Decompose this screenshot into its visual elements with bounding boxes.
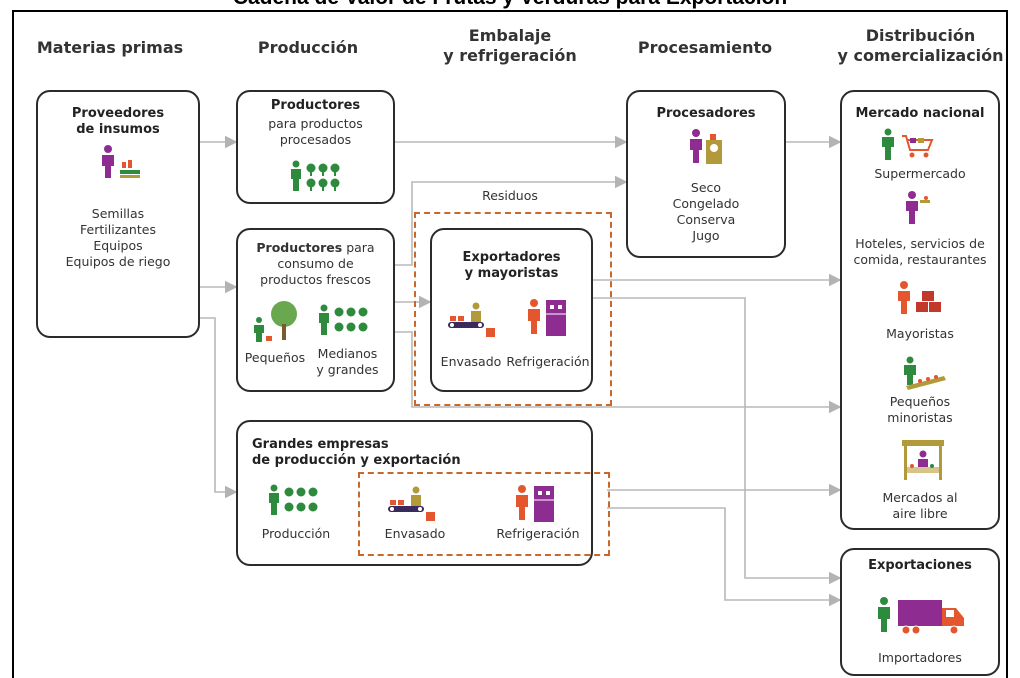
procesados-sub-line1: para productos xyxy=(268,116,363,131)
mercado-hoteles: Hoteles, servicios de comida, restaurant… xyxy=(840,236,1000,268)
grandes-produccion: Producción xyxy=(261,526,331,541)
refrigeration-icon xyxy=(528,299,566,336)
mercado-mercados-line1: Mercados al xyxy=(882,490,958,505)
residuos-label: Residuos xyxy=(482,188,538,203)
box-productores-procesados xyxy=(236,90,395,204)
column-distribucion-line2: y comercialización xyxy=(837,46,1004,65)
arrow-exportadores-exportaciones xyxy=(593,297,842,585)
box-productores-frescos xyxy=(236,228,395,392)
box-mercado-nacional xyxy=(840,90,1000,530)
mercado-mercados-aire-libre: Mercados al aire libre xyxy=(840,490,1000,522)
exportadores-title-line1: Exportadores xyxy=(462,250,561,265)
frescos-title-line1: Productores para xyxy=(236,240,395,256)
mercado-mayoristas: Mayoristas xyxy=(886,326,954,341)
exportadores-dashed-highlight xyxy=(414,212,612,406)
farmer-crops-icon xyxy=(291,160,340,191)
grandes-title-line1: Grandes empresas xyxy=(252,437,389,452)
exportadores-envasado: Envasado xyxy=(440,354,502,369)
frescos-title-line3: productos frescos xyxy=(260,272,371,287)
column-materias-primas: Materias primas xyxy=(36,38,184,57)
proveedores-title-line2: de insumos xyxy=(76,122,160,137)
grandes-refrigeration-icon xyxy=(516,485,554,522)
hotel-server-icon xyxy=(906,191,930,224)
diagram-title: Cadena de Valor de Frutas y Verduras par… xyxy=(0,0,1020,10)
packing-conveyor-icon xyxy=(448,302,495,337)
column-procesamiento: Procesamiento xyxy=(637,38,773,57)
procesadores-item-jugo: Jugo xyxy=(692,228,720,243)
mercado-title: Mercado nacional xyxy=(855,106,985,121)
procesadores-item-seco: Seco xyxy=(690,180,722,195)
supplier-person-icon xyxy=(102,145,140,178)
procesadores-item-congelado: Congelado xyxy=(672,196,740,211)
mercado-pequenos-line2: minoristas xyxy=(887,410,953,425)
column-distribucion-line1: Distribución xyxy=(865,26,976,45)
mercado-hoteles-line1: Hoteles, servicios de xyxy=(855,236,985,251)
mercado-pequenos-line1: Pequeños xyxy=(889,394,951,409)
medium-farmer-crops-icon xyxy=(319,304,368,335)
column-produccion: Producción xyxy=(257,38,359,57)
grandes-dashed-highlight xyxy=(358,472,610,556)
proveedores-items: Semillas Fertilizantes Equipos Equipos d… xyxy=(36,206,200,270)
arrow-grandes-exportaciones xyxy=(607,507,842,607)
column-embalaje-line2: y refrigeración xyxy=(443,46,577,65)
proveedores-item-semillas: Semillas xyxy=(91,206,145,221)
exportaciones-importadores: Importadores xyxy=(878,650,962,665)
procesados-subtitle: para productos procesados xyxy=(236,116,395,148)
frescos-pequenos: Pequeños xyxy=(244,350,306,365)
small-farmer-tree-icon xyxy=(254,301,297,342)
arrow-proveedores-grandes xyxy=(200,317,238,499)
proveedores-item-equipos: Equipos xyxy=(93,238,143,253)
frescos-medianos: Medianos y grandes xyxy=(310,346,385,378)
column-distribucion: Distribución y comercialización xyxy=(828,26,1013,66)
procesadores-item-conserva: Conserva xyxy=(676,212,736,227)
procesadores-title: Procesadores xyxy=(656,106,756,121)
mercado-mercados-line2: aire libre xyxy=(892,506,948,521)
grandes-envasado: Envasado xyxy=(384,526,446,541)
export-truck-icon xyxy=(878,597,964,635)
procesados-sub-line2: procesados xyxy=(279,132,352,147)
proveedores-title: Proveedores de insumos xyxy=(36,106,200,138)
frescos-title-rest: para xyxy=(342,240,375,255)
procesadores-items: Seco Congelado Conserva Jugo xyxy=(626,180,786,244)
grandes-refrigeracion: Refrigeración xyxy=(496,526,580,541)
frescos-title-bold: Productores xyxy=(256,240,343,255)
exportadores-title: Exportadores y mayoristas xyxy=(430,250,593,282)
processor-machine-icon xyxy=(690,129,722,164)
exportaciones-title: Exportaciones xyxy=(868,558,972,573)
proveedores-item-equipos-riego: Equipos de riego xyxy=(65,254,171,269)
frescos-title-line2: consumo de xyxy=(277,256,354,271)
column-embalaje: Embalaje y refrigeración xyxy=(425,26,595,66)
box-procesadores xyxy=(626,90,786,258)
frescos-medianos-line1: Medianos xyxy=(317,346,378,361)
grandes-title-line2: de producción y exportación xyxy=(252,453,461,468)
frescos-title: Productores para consumo de productos fr… xyxy=(236,240,395,288)
supermarket-cart-icon xyxy=(882,128,934,160)
proveedores-title-line1: Proveedores xyxy=(71,106,165,121)
procesados-title: Productores xyxy=(270,98,361,113)
small-retailer-icon xyxy=(904,356,946,390)
mercado-hoteles-line2: comida, restaurantes xyxy=(853,252,987,267)
frescos-medianos-line2: y grandes xyxy=(316,362,379,377)
grandes-packing-conveyor-icon xyxy=(388,486,435,521)
outdoor-market-stall-icon xyxy=(902,440,944,480)
arrow-frescos-residuos xyxy=(395,175,628,266)
proveedores-item-fertilizantes: Fertilizantes xyxy=(80,222,156,237)
mercado-supermercado: Supermercado xyxy=(874,166,966,181)
arrow-frescos-minoristas xyxy=(395,331,842,414)
wholesaler-boxes-icon xyxy=(898,281,941,314)
box-proveedores xyxy=(36,90,200,338)
exportadores-title-line2: y mayoristas xyxy=(464,266,559,281)
large-farmer-crops-icon xyxy=(269,484,318,515)
exportadores-refrigeracion: Refrigeración xyxy=(506,354,590,369)
mercado-pequenos-minoristas: Pequeños minoristas xyxy=(840,394,1000,426)
grandes-title: Grandes empresas de producción y exporta… xyxy=(252,437,461,469)
figure-frame xyxy=(12,10,1008,678)
column-embalaje-line1: Embalaje xyxy=(468,26,552,45)
